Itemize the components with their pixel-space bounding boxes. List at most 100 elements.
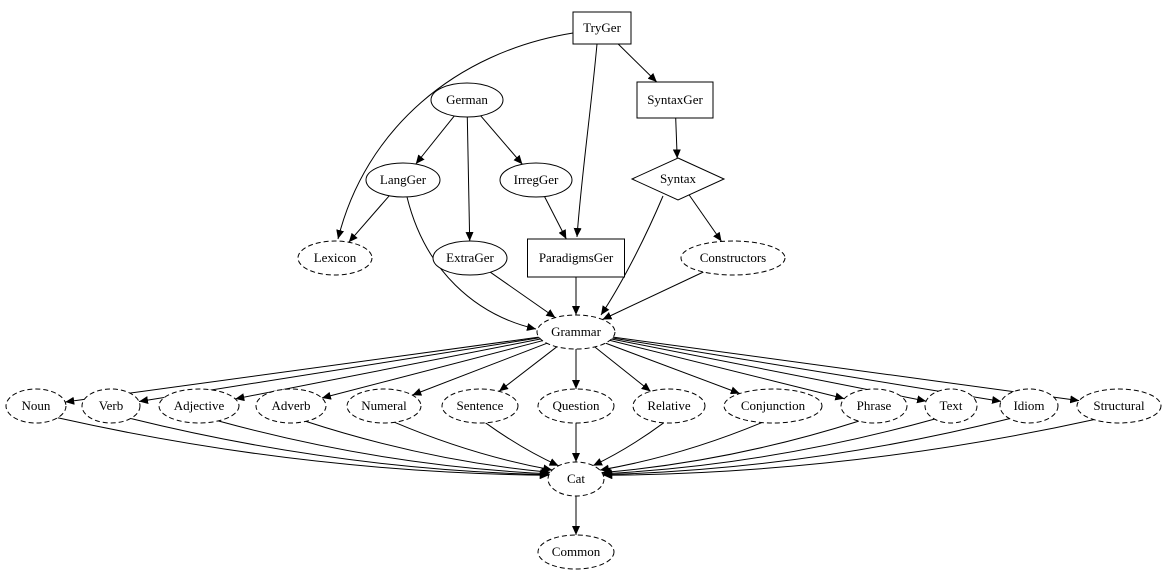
node-extrager: ExtraGer [432, 240, 508, 276]
ellipse-shape [924, 388, 978, 424]
edge-adjective-cat [217, 420, 550, 478]
box-shape [636, 81, 714, 119]
ellipse-shape [499, 162, 573, 198]
node-label-phrase: Phrase [857, 398, 892, 413]
node-label-syntax: Syntax [660, 171, 697, 186]
ellipse-shape [723, 388, 823, 424]
ellipse-shape [430, 82, 504, 118]
node-verb: Verb [81, 388, 141, 424]
ellipse-shape [441, 388, 519, 424]
edge-langger-grammar [406, 196, 537, 331]
edge-tryger-syntaxger [617, 43, 658, 83]
node-noun: Noun [5, 388, 67, 424]
edge-noun-cat [57, 417, 549, 480]
box-shape [527, 238, 625, 278]
edge-constructors-grammar [602, 271, 704, 320]
ellipse-shape [5, 388, 67, 424]
node-irregger: IrregGer [499, 162, 573, 198]
node-label-grammar: Grammar [551, 324, 601, 339]
ellipse-shape [547, 461, 605, 497]
node-relative: Relative [632, 388, 706, 424]
node-cat: Cat [547, 461, 605, 497]
node-label-syntaxger: SyntaxGer [647, 92, 703, 107]
node-lexicon: Lexicon [297, 240, 373, 276]
edge-grammar-noun [65, 336, 539, 405]
node-numeral: Numeral [346, 388, 422, 424]
node-label-structural: Structural [1093, 398, 1145, 413]
ellipse-shape [632, 388, 706, 424]
node-idiom: Idiom [999, 388, 1059, 424]
edge-tryger-lexicon [336, 32, 574, 240]
ellipse-shape [840, 388, 908, 424]
node-paradigmsger: ParadigmsGer [527, 238, 625, 278]
edge-german-irregger [480, 115, 523, 165]
ellipse-shape [537, 534, 615, 570]
node-label-conjunction: Conjunction [741, 398, 806, 413]
ellipse-shape [537, 388, 615, 424]
edges-layer [57, 32, 1095, 535]
edge-verb-cat [130, 418, 549, 479]
ellipse-shape [255, 388, 327, 424]
node-label-adverb: Adverb [272, 398, 311, 413]
diamond-shape [630, 157, 726, 201]
ellipse-shape [158, 388, 240, 424]
node-label-relative: Relative [647, 398, 691, 413]
edge-grammar-numeral [412, 342, 547, 396]
node-adverb: Adverb [255, 388, 327, 424]
ellipse-shape [297, 240, 373, 276]
ellipse-shape [432, 240, 508, 276]
node-label-common: Common [552, 544, 601, 559]
node-label-question: Question [553, 398, 600, 413]
node-grammar: Grammar [536, 314, 616, 350]
ellipse-shape [680, 240, 786, 276]
node-tryger: TryGer [572, 11, 632, 45]
edge-adverb-cat [305, 420, 551, 476]
node-label-noun: Noun [22, 398, 51, 413]
edge-grammar-phrase [609, 339, 845, 401]
edge-german-extrager [465, 116, 474, 242]
edge-grammar-sentence [498, 346, 558, 392]
node-conjunction: Conjunction [723, 388, 823, 424]
node-label-text: Text [940, 398, 963, 413]
node-syntaxger: SyntaxGer [636, 81, 714, 119]
node-structural: Structural [1076, 388, 1162, 424]
node-adjective: Adjective [158, 388, 240, 424]
node-label-constructors: Constructors [700, 250, 766, 265]
edge-sentence-cat [485, 422, 559, 467]
edge-grammar-structural [613, 336, 1080, 404]
node-langger: LangGer [365, 162, 441, 198]
node-label-cat: Cat [567, 471, 585, 486]
edge-text-cat [602, 418, 935, 478]
edge-numeral-cat [394, 421, 553, 473]
edge-irregger-paradigmsger [544, 196, 567, 240]
edge-tryger-paradigmsger [573, 43, 598, 238]
node-label-lexicon: Lexicon [314, 250, 357, 265]
edge-phrase-cat [601, 420, 859, 476]
node-label-langger: LangGer [380, 172, 427, 187]
ellipse-shape [536, 314, 616, 350]
node-label-numeral: Numeral [361, 398, 407, 413]
node-label-extrager: ExtraGer [446, 250, 494, 265]
edge-idiom-cat [603, 418, 1010, 479]
node-label-sentence: Sentence [457, 398, 504, 413]
node-syntax: Syntax [630, 157, 726, 201]
box-shape [572, 11, 632, 45]
ellipse-shape [365, 162, 441, 198]
node-german: German [430, 82, 504, 118]
edge-grammar-adverb [321, 340, 543, 400]
node-question: Question [537, 388, 615, 424]
ellipse-shape [81, 388, 141, 424]
node-label-paradigmsger: ParadigmsGer [539, 250, 614, 265]
node-label-tryger: TryGer [583, 20, 621, 35]
edge-relative-cat [592, 422, 664, 467]
ellipse-shape [1076, 388, 1162, 424]
node-text: Text [924, 388, 978, 424]
edge-structural-cat [603, 419, 1095, 480]
edge-syntaxger-syntax [672, 117, 681, 159]
node-label-irregger: IrregGer [514, 172, 559, 187]
edge-grammar-idiom [612, 337, 1002, 404]
edge-langger-lexicon [348, 195, 390, 243]
edge-german-langger [415, 115, 455, 165]
